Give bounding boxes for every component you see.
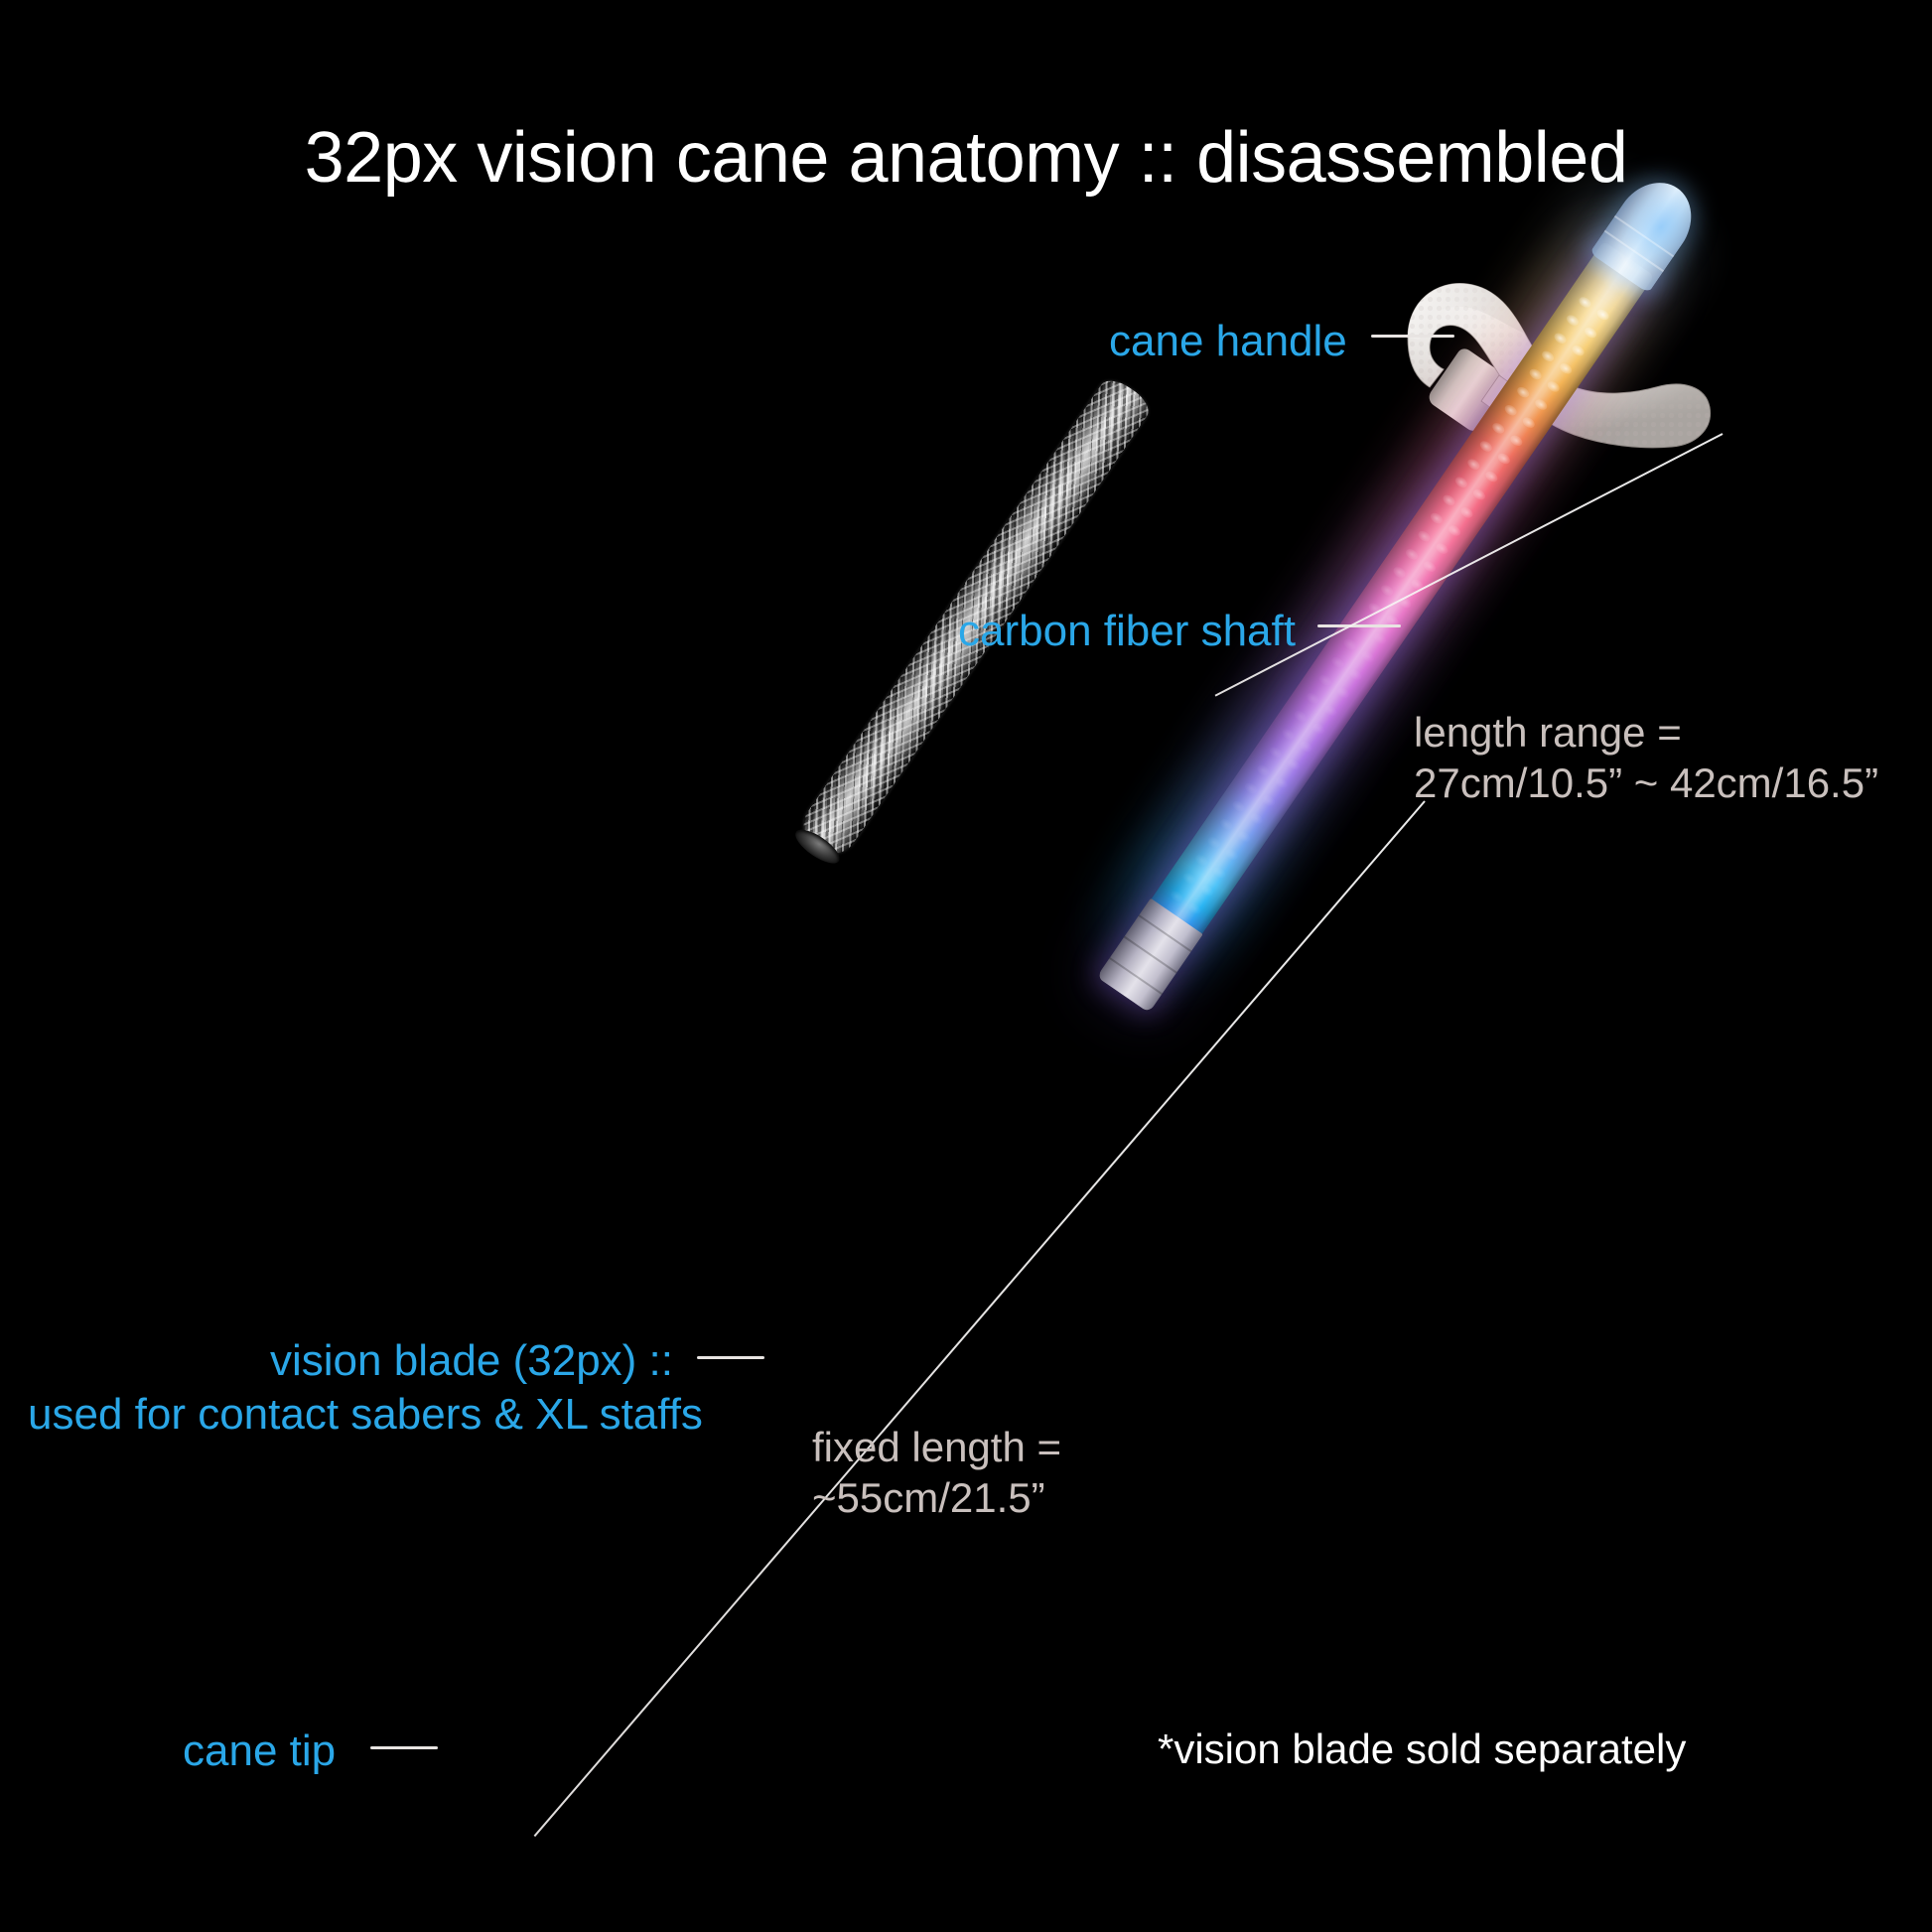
dimension-blade-label: fixed length = (812, 1424, 1062, 1470)
led-dot (1434, 541, 1450, 557)
led-dot (1230, 798, 1247, 814)
led-dot (1502, 402, 1519, 418)
led-dot (1341, 636, 1358, 652)
led-dot (1268, 745, 1284, 760)
led-dot (1452, 475, 1469, 490)
dimension-blade-text: fixed length = ~55cm/21.5” (812, 1422, 1061, 1523)
label-vision-blade: vision blade (32px) :: used for contact … (28, 1334, 703, 1441)
led-dot (1180, 871, 1197, 887)
led-dot (1205, 834, 1222, 850)
dimension-line-blade (533, 800, 1426, 1838)
dimension-shaft-label: length range = (1414, 709, 1682, 756)
led-dot (1422, 559, 1439, 575)
led-dot (1273, 774, 1290, 790)
led-dot (1520, 415, 1537, 431)
led-dot (1527, 366, 1544, 382)
cane-handle-part (1390, 268, 1718, 467)
led-dot (1540, 348, 1556, 364)
led-dot (1533, 397, 1550, 412)
led-dot (1198, 883, 1215, 898)
leader-cane-tip (370, 1746, 438, 1749)
led-dot (1570, 343, 1587, 358)
label-carbon-fiber-shaft: carbon fiber shaft (958, 607, 1296, 655)
led-dot (1477, 439, 1494, 454)
footnote: *vision blade sold separately (1158, 1725, 1687, 1772)
led-dot (1577, 295, 1593, 310)
led-dot (1372, 630, 1389, 646)
led-dot (1218, 816, 1234, 832)
led-dot (1416, 528, 1433, 544)
led-dot (1211, 865, 1228, 881)
led-dot (1322, 703, 1339, 719)
leader-cane-handle (1371, 335, 1454, 338)
led-dot (1594, 307, 1611, 323)
led-dot (1565, 313, 1581, 328)
led-dot (1558, 360, 1575, 376)
led-dot (1298, 739, 1314, 755)
led-dot (1305, 690, 1321, 706)
led-dot (1490, 420, 1507, 436)
led-dot (1286, 757, 1302, 772)
led-dot (1311, 721, 1326, 737)
led-dot (1391, 565, 1408, 580)
led-dot (1515, 384, 1532, 400)
led-dot (1495, 451, 1512, 467)
led-dot (1359, 649, 1376, 664)
label-cane-handle: cane handle (1109, 317, 1347, 365)
led-dot (1583, 325, 1599, 341)
label-vision-blade-line1: vision blade (32px) :: (270, 1336, 673, 1385)
led-dot (1193, 853, 1210, 868)
led-dot (1236, 829, 1253, 845)
led-dot (1186, 900, 1203, 916)
dimension-blade-value: ~55cm/21.5” (812, 1474, 1045, 1522)
leader-vision-blade (697, 1356, 764, 1359)
led-dot (1243, 780, 1259, 796)
led-dot (1169, 889, 1185, 904)
led-dot (1347, 667, 1364, 682)
led-dot (1379, 583, 1395, 598)
led-dot (1261, 793, 1278, 808)
led-dot (1441, 492, 1457, 508)
dimension-shaft-value: 27cm/10.5” ~ 42cm/16.5” (1414, 759, 1879, 807)
page-title: 32px vision cane anatomy :: disassembled (304, 118, 1628, 198)
led-dot (1316, 672, 1333, 688)
led-dot (1458, 504, 1475, 520)
leader-carbon-fiber-shaft (1317, 624, 1401, 627)
led-dot (1447, 523, 1462, 538)
led-dot (1545, 379, 1562, 394)
led-dot (1404, 546, 1420, 562)
led-dot (1465, 457, 1482, 473)
led-dot (1223, 847, 1240, 863)
led-dot (1471, 486, 1487, 502)
label-cane-tip: cane tip (183, 1726, 337, 1775)
led-dot (1429, 510, 1445, 526)
led-dot (1255, 762, 1272, 778)
dimension-shaft-text: length range = 27cm/10.5” ~ 42cm/16.5” (1414, 707, 1878, 808)
led-dot (1248, 811, 1265, 826)
led-dot (1329, 654, 1346, 670)
led-dot (1552, 331, 1569, 346)
led-dot (1483, 469, 1500, 484)
label-vision-blade-line2: used for contact sabers & XL staffs (28, 1389, 703, 1439)
led-dot (1292, 709, 1309, 724)
cane-handle-icon (1407, 283, 1712, 449)
led-dot (1334, 685, 1351, 701)
led-dot (1508, 433, 1525, 449)
led-dot (1280, 727, 1297, 742)
